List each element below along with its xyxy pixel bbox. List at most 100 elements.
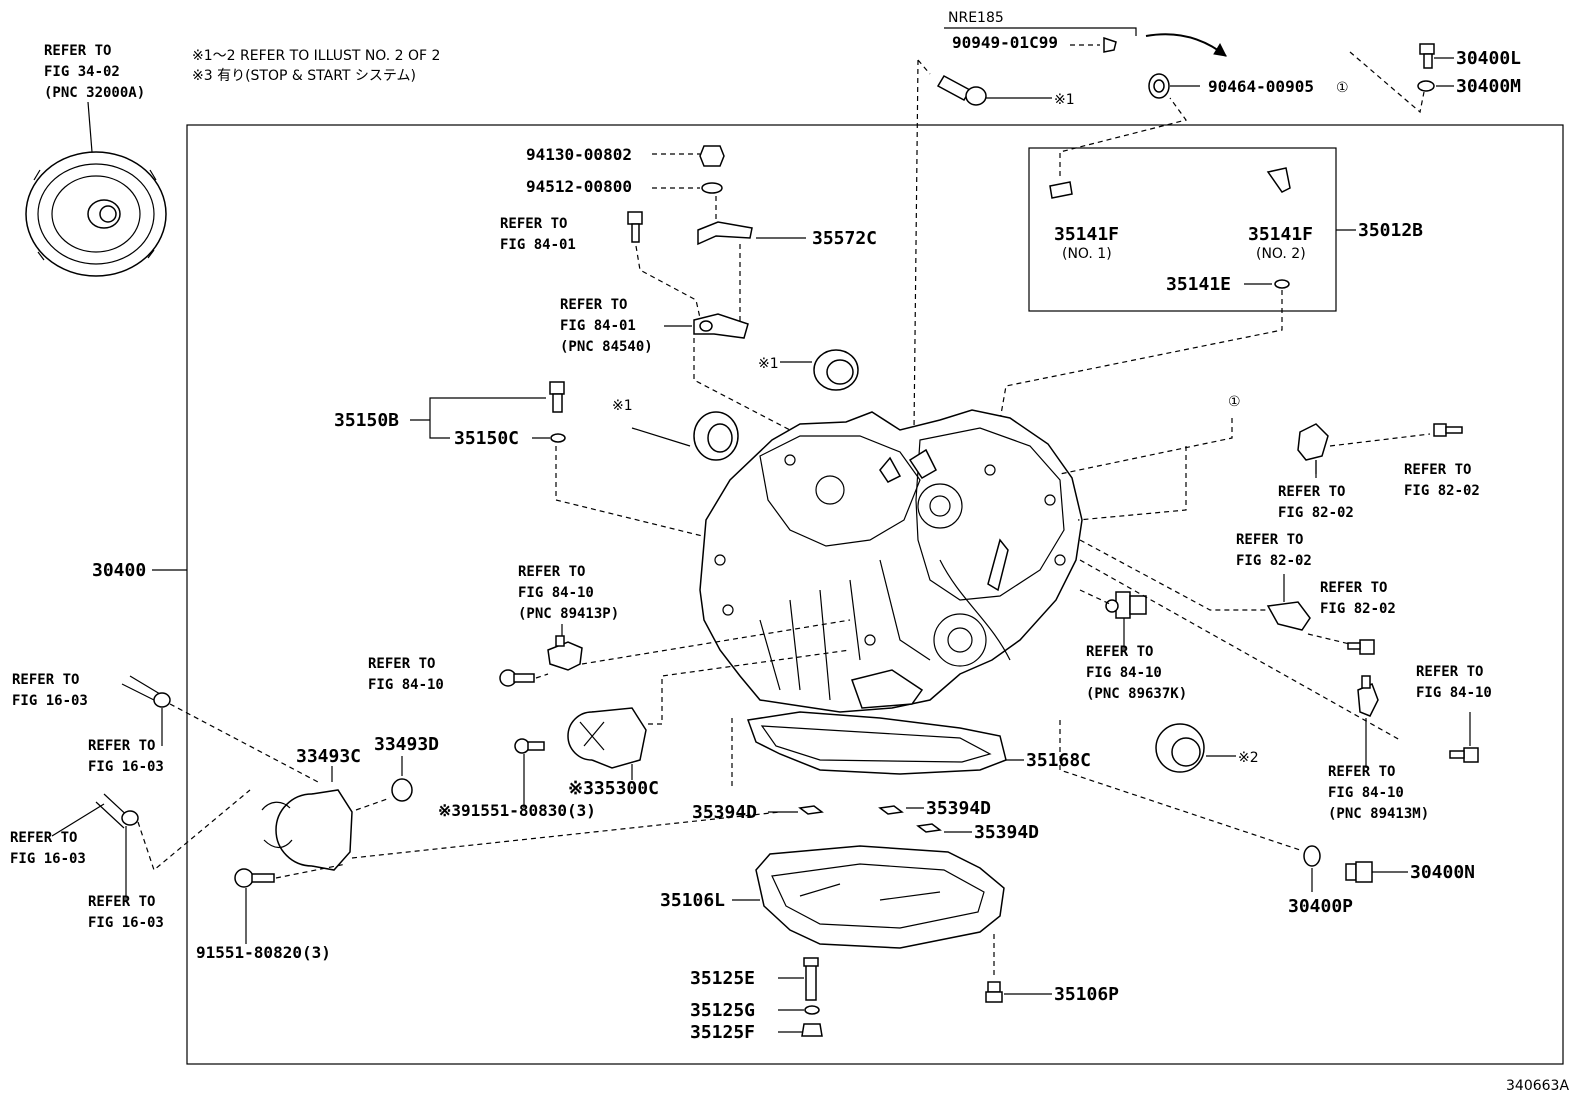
bolt-391551 bbox=[514, 738, 545, 754]
pad-35394d-c bbox=[916, 823, 942, 833]
oil-pan-35106l bbox=[755, 845, 1005, 949]
clip-90949 bbox=[1103, 36, 1117, 53]
part-35394d-c: 35394D bbox=[974, 822, 1039, 843]
mark-1-seal-b: ※1 bbox=[612, 398, 633, 414]
bolt-82-02-d bbox=[1347, 639, 1375, 655]
part-30400m: 30400M bbox=[1456, 76, 1521, 97]
oil-seal-m2 bbox=[1155, 723, 1205, 773]
oring-33493d bbox=[391, 778, 413, 802]
bracket-82-02 bbox=[1266, 601, 1311, 631]
bolt-82-02-a bbox=[1433, 423, 1463, 437]
part-30400l: 30400L bbox=[1456, 48, 1521, 69]
bolt-35106p bbox=[985, 981, 1003, 1003]
sensor-82-02-a bbox=[1297, 423, 1329, 474]
part-35141f-no1: 35141F bbox=[1054, 224, 1119, 245]
part-35141f-no2: 35141F bbox=[1248, 224, 1313, 245]
assembly-frame bbox=[186, 124, 1564, 1065]
part-35141f-no1-sub: (NO. 1) bbox=[1062, 246, 1112, 262]
part-90464-00905: 90464-00905 bbox=[1208, 77, 1314, 96]
oil-seal-a bbox=[813, 349, 859, 391]
group-label-nre185: NRE185 bbox=[948, 10, 1004, 26]
part-35150c: 35150C bbox=[454, 428, 519, 449]
part-35106p: 35106P bbox=[1054, 984, 1119, 1005]
speed-sensor-89637k bbox=[1105, 591, 1147, 619]
part-35012b: 35012B bbox=[1358, 220, 1423, 241]
oil-cooler-33493c bbox=[261, 789, 353, 871]
oring-35141e bbox=[1274, 279, 1290, 289]
oil-seal-b bbox=[693, 411, 739, 461]
bolt-84-01 bbox=[627, 211, 643, 243]
part-33493d: 33493D bbox=[374, 734, 439, 755]
pad-35394d-a bbox=[798, 805, 824, 815]
part-35141e: 35141E bbox=[1166, 274, 1231, 295]
part-35572c: 35572C bbox=[812, 228, 877, 249]
bolt-30400n bbox=[1345, 861, 1373, 883]
part-35150b: 35150B bbox=[334, 410, 399, 431]
part-35125g: 35125G bbox=[690, 1000, 755, 1021]
torque-converter bbox=[25, 151, 167, 277]
part-391551-80830: ※391551-80830(3) bbox=[438, 801, 596, 820]
hose-clamp-a bbox=[153, 692, 171, 708]
part-91551-80820: 91551-80820(3) bbox=[196, 943, 331, 962]
part-94130-00802: 94130-00802 bbox=[526, 145, 632, 164]
bolt-30400l bbox=[1419, 43, 1435, 69]
mark-2: ※2 bbox=[1238, 750, 1259, 766]
part-35394d-a: 35394D bbox=[692, 802, 757, 823]
valve-body-gasket-35168c bbox=[746, 711, 1007, 775]
transaxle-case bbox=[699, 409, 1083, 713]
mark-1-seal-a: ※1 bbox=[758, 356, 779, 372]
bolt-m1-top bbox=[936, 75, 987, 106]
part-35125e: 35125E bbox=[690, 968, 755, 989]
washer-30400m bbox=[1417, 80, 1435, 92]
stud-35125e bbox=[803, 957, 819, 1001]
part-35300c: ※335300C bbox=[568, 778, 659, 799]
part-35106l: 35106L bbox=[660, 890, 725, 911]
plug-35125f bbox=[801, 1023, 823, 1037]
sensor-84540 bbox=[693, 313, 749, 339]
pad-35394d-b bbox=[878, 805, 904, 815]
note-line-2: ※3 有り(STOP & START システム) bbox=[192, 68, 416, 84]
plug-35150b bbox=[549, 381, 565, 413]
mark-1-bolt: ※1 bbox=[1054, 92, 1075, 108]
part-35125f: 35125F bbox=[690, 1022, 755, 1043]
part-35394d-b: 35394D bbox=[926, 798, 991, 819]
part-30400n: 30400N bbox=[1410, 862, 1475, 883]
nut-94130 bbox=[699, 145, 725, 167]
speed-sensor-89413m bbox=[1357, 675, 1379, 717]
part-90949-01c99: 90949-01C99 bbox=[952, 33, 1058, 52]
bolt-84-10-d bbox=[1449, 747, 1479, 763]
drawing-number: 340663A bbox=[1506, 1078, 1569, 1094]
bolt-91551 bbox=[234, 868, 275, 888]
note-line-1: ※1～2 REFER TO ILLUST NO. 2 OF 2 bbox=[192, 48, 440, 64]
washer-35125g bbox=[804, 1005, 820, 1015]
washer-94512 bbox=[701, 182, 723, 194]
oring-35150c bbox=[550, 433, 566, 443]
part-35141f-no2-sub: (NO. 2) bbox=[1256, 246, 1306, 262]
part-35168c: 35168C bbox=[1026, 750, 1091, 771]
circle-1-mid: ① bbox=[1228, 394, 1241, 410]
clamp-90464 bbox=[1148, 73, 1170, 99]
hose-clamp-b bbox=[121, 810, 139, 826]
bracket-35572c bbox=[697, 221, 753, 246]
part-30400p: 30400P bbox=[1288, 896, 1353, 917]
speed-sensor-89413p bbox=[547, 635, 583, 671]
part-30400: 30400 bbox=[92, 560, 146, 581]
oil-pump-35300c bbox=[567, 707, 647, 769]
bolt-84-10-b bbox=[499, 669, 535, 687]
